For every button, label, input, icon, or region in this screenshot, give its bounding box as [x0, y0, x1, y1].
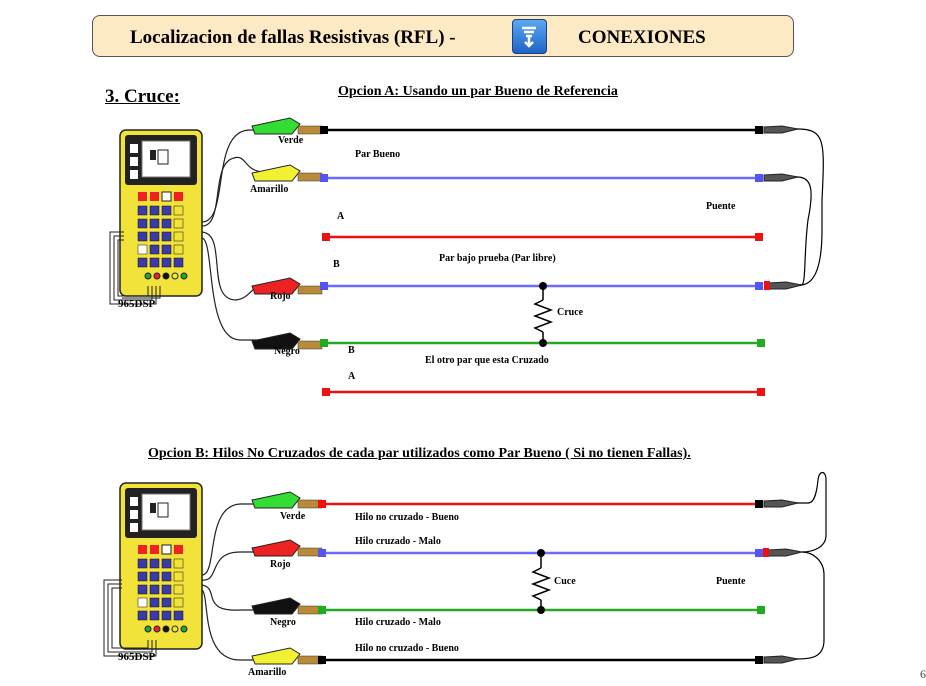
clip-label-verde-a: Verde — [278, 135, 304, 146]
device-965dsp-a — [119, 129, 203, 297]
puente-label-a: Puente — [706, 201, 736, 212]
clip-label-negro-b: Negro — [270, 617, 296, 628]
puente-label-b: Puente — [716, 576, 746, 587]
filter-icon[interactable] — [512, 19, 547, 54]
title-text-right: CONEXIONES — [578, 27, 706, 48]
wire-label-2: Hilo cruzado - Malo — [355, 536, 441, 547]
pair-a-label-1: A — [337, 211, 345, 222]
title-text-left: Localizacion de fallas Resistivas (RFL) … — [130, 27, 456, 48]
pair-b-label-1: B — [333, 259, 340, 270]
option-b-heading: Opcion B: Hilos No Cruzados de cada par … — [148, 446, 691, 461]
cruce-label-a: Cruce — [557, 307, 584, 318]
pair-b-label-2: B — [348, 345, 355, 356]
clip-label-amarillo-b: Amarillo — [248, 667, 287, 678]
section-heading: 3. Cruce: — [105, 86, 180, 107]
page-number: 6 — [920, 667, 926, 681]
device-965dsp-b — [119, 482, 203, 650]
device-label-a: 965DSP — [118, 298, 156, 310]
clip-label-negro-a: Negro — [274, 346, 300, 357]
cruce-label-b: Cuce — [554, 576, 576, 587]
clip-label-verde-b: Verde — [280, 511, 306, 522]
pair-a-label-2: A — [348, 371, 356, 382]
otro-par-label: El otro par que esta Cruzado — [425, 355, 549, 366]
title-box — [92, 15, 794, 57]
option-a-heading: Opcion A: Usando un par Bueno de Referen… — [338, 84, 618, 99]
wire-label-4: Hilo no cruzado - Bueno — [355, 643, 459, 654]
clip-label-amarillo-a: Amarillo — [250, 184, 289, 195]
wire-label-3: Hilo cruzado - Malo — [355, 617, 441, 628]
par-bueno-label: Par Bueno — [355, 149, 401, 160]
wire-label-1: Hilo no cruzado - Bueno — [355, 512, 459, 523]
device-label-b: 965DSP — [118, 651, 156, 663]
clip-label-rojo-b: Rojo — [270, 559, 291, 570]
clip-label-rojo-a: Rojo — [270, 291, 291, 302]
par-bajo-prueba-label: Par bajo prueba (Par libre) — [439, 253, 556, 264]
